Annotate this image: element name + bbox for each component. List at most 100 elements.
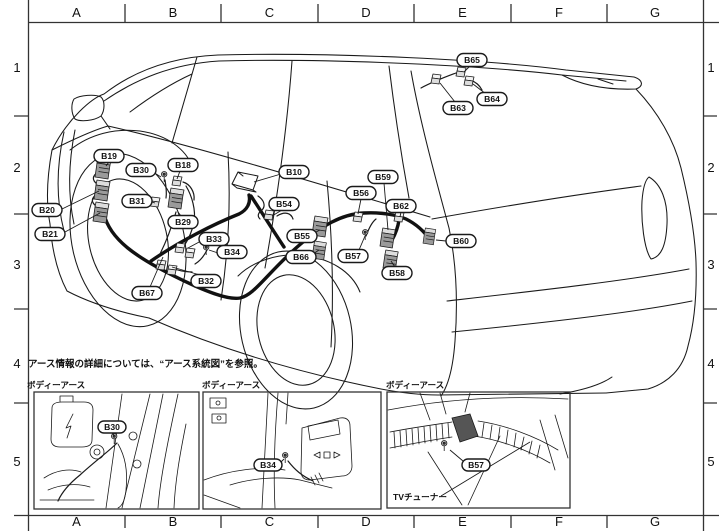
connector-b62	[393, 211, 405, 223]
grid-row-label: 4	[13, 356, 20, 371]
callout-b62: B62	[385, 198, 417, 214]
grid-col-label: A	[72, 5, 81, 20]
callout-pill	[381, 265, 413, 281]
inset-title: ボディーアース	[27, 379, 85, 390]
callout-b10: B10	[278, 164, 310, 180]
ground-bolt	[282, 452, 289, 464]
callout-label: B29	[175, 217, 191, 227]
connector-b20	[93, 179, 111, 202]
grid-row-labels-right: 1 2 3 4 5	[707, 60, 714, 469]
callout-label: B65	[464, 55, 480, 65]
grid-col-label: E	[458, 5, 467, 20]
tail-lamp	[641, 176, 668, 260]
grid-frame: A B C D E F G A B C D E F G 1 2 3 4 5 1 …	[13, 0, 719, 531]
callout-label: B30	[133, 165, 149, 175]
callout-pill	[268, 196, 300, 212]
callout-label: B56	[353, 188, 369, 198]
callout-b20: B20	[31, 202, 63, 218]
callout-pill	[93, 148, 125, 164]
rear-wheel	[238, 250, 354, 410]
callout-b34-inset: B34	[253, 458, 283, 472]
inset-frame	[202, 391, 382, 510]
callout-pill	[476, 91, 508, 107]
callout-pill	[456, 52, 488, 68]
callout-label: B18	[175, 160, 191, 170]
callout-pill	[190, 273, 222, 289]
grid-row-label: 5	[13, 454, 20, 469]
connector-b33b	[184, 247, 196, 259]
callout-b57-inset: B57	[461, 458, 491, 472]
grid-col-label: F	[555, 5, 563, 20]
callout-b67: B67	[131, 285, 163, 301]
callout-label: B57	[468, 460, 484, 470]
callout-label: B20	[39, 205, 55, 215]
grid-row-label: 5	[707, 454, 714, 469]
inset-frame	[386, 391, 571, 509]
callout-b21: B21	[34, 226, 66, 242]
connector-b10	[231, 171, 259, 193]
callout-pill	[278, 164, 310, 180]
connector-b59	[379, 227, 396, 249]
callout-label: B54	[276, 199, 292, 209]
callout-label: B57	[345, 251, 361, 261]
callout-pill	[253, 458, 283, 472]
inset-art	[387, 392, 569, 506]
grid-column-labels-top: A B C D E F G	[72, 5, 660, 20]
callout-pill	[131, 285, 163, 301]
callout-label: B21	[42, 229, 58, 239]
grid-column-labels-bottom: A B C D E F G	[72, 514, 660, 529]
callout-label: B60	[453, 236, 469, 246]
tv-tuner-label: TVチューナー	[393, 492, 447, 502]
grid-col-label: D	[361, 5, 370, 20]
callout-label: B19	[101, 151, 117, 161]
callout-b30: B30	[125, 162, 157, 178]
callout-b63: B63	[442, 100, 474, 116]
grid-row-label: 3	[13, 257, 20, 272]
callout-label: B34	[260, 460, 276, 470]
grid-col-label: B	[169, 5, 178, 20]
connector-b18	[171, 175, 183, 187]
callout-label: B10	[286, 167, 302, 177]
grid-col-label: G	[650, 5, 660, 20]
callout-pill	[125, 162, 157, 178]
inset-body-ground-b57: ボディーアース B57 TVチューナー	[386, 379, 571, 509]
connector-b60	[422, 227, 437, 246]
callout-b58: B58	[381, 265, 413, 281]
connector-b30	[161, 171, 168, 183]
ground-bolt	[441, 440, 448, 452]
callout-b30-inset: B30	[97, 420, 127, 434]
inset-title: ボディーアース	[202, 379, 260, 390]
callout-pill	[385, 198, 417, 214]
callout-pill	[461, 458, 491, 472]
connector-b21	[92, 201, 110, 224]
grid-col-label: E	[458, 514, 467, 529]
inset-art	[203, 392, 353, 509]
callout-b19: B19	[93, 148, 125, 164]
callout-pill	[442, 100, 474, 116]
inset-body-ground-b30: ボディーアース B30	[27, 379, 200, 510]
callout-label: B32	[198, 276, 214, 286]
callout-pill	[286, 228, 318, 244]
harness-mid-run	[149, 193, 286, 263]
grid-col-label: C	[265, 514, 274, 529]
callout-label: B66	[293, 252, 309, 262]
inset-title: ボディーアース	[386, 379, 444, 390]
callouts: B19 B30 B18 B31 B20 B29 B21 B33 B34 B32 …	[31, 52, 508, 301]
grid-row-label: 1	[13, 60, 20, 75]
callout-label: B63	[450, 103, 466, 113]
callout-pill	[167, 214, 199, 230]
callout-label: B31	[129, 196, 145, 206]
connector-b54	[263, 209, 275, 221]
inset-art	[39, 393, 187, 509]
callout-pill	[167, 157, 199, 173]
callout-b65: B65	[456, 52, 488, 68]
connector-b64	[463, 75, 475, 87]
callout-b32: B32	[190, 273, 222, 289]
grid-row-labels-left: 1 2 3 4 5	[13, 60, 20, 469]
inset-frame	[33, 391, 200, 510]
ground-info-note: アース情報の詳細については、“アース系統図”を参照。	[28, 358, 263, 370]
callout-label: B58	[389, 268, 405, 278]
callout-b55: B55	[286, 228, 318, 244]
